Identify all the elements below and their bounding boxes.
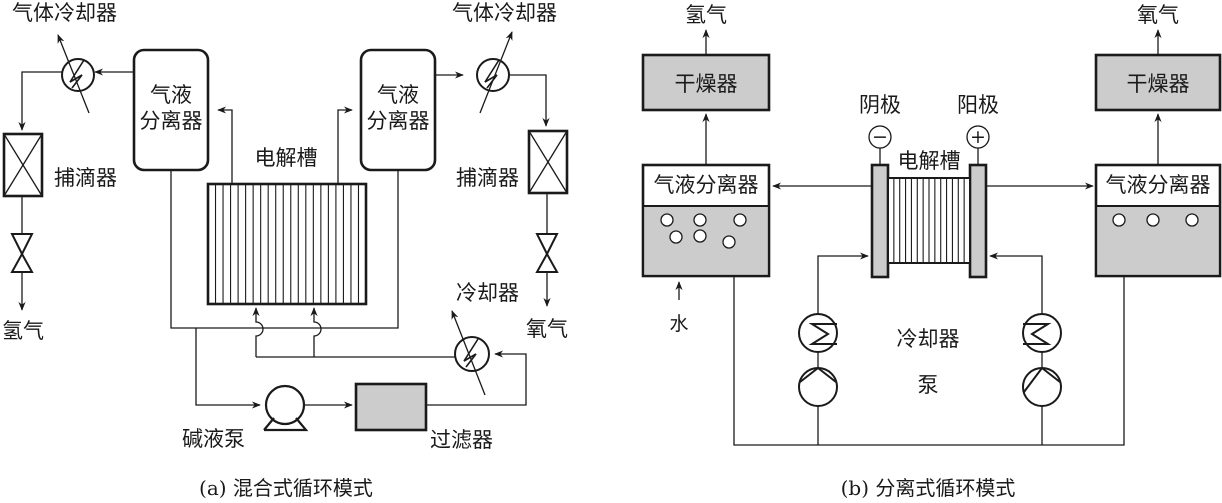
circulation-pipe xyxy=(733,276,1125,446)
panel-a-mixed-circulation: 气体冷却器 捕滴器 氢气 气液 分离器 气液 分离器 电解槽 xyxy=(2,1,569,500)
oxygen-outlet-label-b: 氧气 xyxy=(1137,3,1179,27)
caption-a: (a) 混合式循环模式 xyxy=(199,476,373,500)
oxygen-outlet-label-a: 氧气 xyxy=(526,317,568,341)
separator-left-label-b: 气液分离器 xyxy=(654,173,759,197)
lye-pump-label: 碱液泵 xyxy=(182,427,245,451)
gas-bubble xyxy=(733,213,747,227)
cooler-label-b: 冷却器 xyxy=(897,327,960,351)
electrolyzer-label-b: 电解槽 xyxy=(898,149,961,173)
separator-right-b xyxy=(1094,163,1222,278)
electrolyzer-label-a: 电解槽 xyxy=(255,146,318,170)
hydrogen-outlet-label-a: 氢气 xyxy=(2,319,44,343)
filter-label: 过滤器 xyxy=(430,428,493,452)
separator-right-label-2: 分离器 xyxy=(367,109,430,133)
separator-right-label-1: 气液 xyxy=(377,83,419,107)
demister-right-label: 捕滴器 xyxy=(456,166,519,190)
gas-cooler-left xyxy=(57,34,95,114)
valve-right-icon xyxy=(535,233,559,273)
water-inlet-label: 水 xyxy=(669,313,688,335)
gas-bubble xyxy=(693,229,707,243)
separator-left-label-2: 分离器 xyxy=(140,109,203,133)
gas-cooler-left-label: 气体冷却器 xyxy=(12,1,117,25)
pump-label-b: 泵 xyxy=(918,373,939,397)
gas-bubble xyxy=(1185,213,1199,227)
pump-right-icon xyxy=(1022,366,1062,407)
separator-left-label-1: 气液 xyxy=(150,83,192,107)
cooler-left-icon xyxy=(798,313,838,353)
filter xyxy=(354,382,428,432)
dryer-right xyxy=(1094,53,1222,112)
demister-left-label: 捕滴器 xyxy=(54,166,117,190)
anode-terminal-icon xyxy=(966,125,990,149)
cathode-label: 阴极 xyxy=(859,93,901,117)
dryer-left xyxy=(641,53,771,112)
panel-b-separate-circulation: 氢气 干燥器 气液分离器 水 电解槽 − 阴极 + 阳极 xyxy=(641,3,1222,500)
gas-bubble xyxy=(1146,213,1160,227)
dryer-left-label: 干燥器 xyxy=(675,72,738,96)
gas-cooler-right xyxy=(476,31,513,114)
anode-sign: + xyxy=(970,126,986,148)
separator-right-label-b: 气液分离器 xyxy=(1106,173,1211,197)
lye-return-pipe xyxy=(170,170,399,329)
gas-bubble xyxy=(722,235,736,249)
separator-left-b xyxy=(641,163,771,278)
cathode-terminal-icon xyxy=(868,125,892,149)
cathode-sign: − xyxy=(872,126,888,148)
demister-right xyxy=(527,129,569,195)
pipe xyxy=(18,71,62,131)
gas-bubble xyxy=(660,213,674,227)
valve-left-icon xyxy=(10,233,34,273)
electrolyzer-stack-b xyxy=(870,163,988,279)
demister-left xyxy=(2,132,44,198)
electrolyzer-stack-a xyxy=(206,182,368,306)
gas-bubble xyxy=(693,213,707,227)
pump-left-icon xyxy=(798,366,838,407)
dryer-right-label: 干燥器 xyxy=(1127,72,1190,96)
gas-bubble xyxy=(669,230,683,244)
gas-cooler-right-label: 气体冷却器 xyxy=(452,1,557,25)
lye-pump-icon xyxy=(263,384,309,432)
gas-bubble xyxy=(1112,213,1126,227)
cooler-right-icon xyxy=(1022,313,1062,353)
caption-b: (b) 分离式循环模式 xyxy=(841,476,1016,500)
lye-cooler-label: 冷却器 xyxy=(456,281,519,305)
anode-label: 阳极 xyxy=(957,93,999,117)
lye-cooler xyxy=(451,310,490,396)
hydrogen-outlet-label-b: 氢气 xyxy=(685,3,727,27)
